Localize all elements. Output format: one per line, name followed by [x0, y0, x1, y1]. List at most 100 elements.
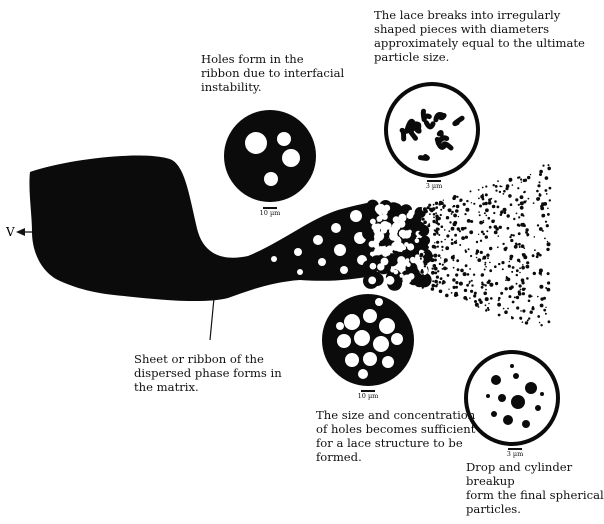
spray-droplet [470, 190, 472, 192]
spray-droplet [500, 293, 502, 295]
spray-droplet [420, 258, 422, 260]
spray-droplet [505, 187, 508, 190]
ribbon-hole [350, 210, 362, 222]
scale-bar-holes: 10 µm [252, 207, 288, 217]
spray-droplet [523, 201, 526, 204]
spray-droplet [511, 317, 514, 320]
spray-droplet [446, 234, 449, 237]
lace-structure-hole [358, 369, 368, 379]
spray-droplet [448, 289, 449, 290]
spray-droplet [471, 280, 473, 282]
velocity-label: V [5, 225, 15, 239]
final-drop [540, 392, 544, 396]
lace-structure-hole [391, 333, 403, 345]
spray-droplet [468, 248, 470, 250]
spray-droplet [524, 247, 526, 249]
spray-droplet [470, 220, 473, 223]
spray-droplet [546, 193, 548, 195]
spray-droplet [497, 303, 501, 307]
lace-hole [410, 257, 415, 262]
spray-droplet [442, 280, 445, 283]
spray-droplet [495, 185, 498, 188]
spray-droplet [534, 236, 536, 238]
spray-droplet [474, 300, 477, 303]
spray-droplet [547, 208, 549, 210]
spray-droplet [431, 271, 435, 275]
spray-droplet [497, 246, 499, 248]
spray-droplet [453, 205, 455, 207]
spray-droplet [511, 271, 513, 273]
spray-droplet [476, 241, 478, 243]
spray-droplet [436, 228, 439, 231]
spray-droplet [533, 202, 535, 204]
spray-droplet [499, 191, 501, 193]
spray-droplet [497, 206, 500, 209]
spray-droplet [533, 272, 536, 275]
spray-droplet [493, 212, 495, 214]
spray-droplet [485, 310, 487, 312]
spray-droplet [546, 248, 549, 251]
spray-droplet [489, 247, 492, 250]
spray-droplet [421, 227, 425, 231]
spray-droplet [426, 247, 428, 249]
final-drop [486, 394, 490, 398]
spray-droplet [421, 270, 423, 272]
spray-droplet [451, 242, 454, 245]
spray-droplet [457, 268, 460, 271]
spray-droplet [439, 281, 442, 284]
lace-hole [389, 232, 398, 241]
spray-droplet [478, 234, 479, 235]
spray-droplet [422, 274, 424, 276]
spray-droplet [499, 226, 502, 229]
spray-droplet [433, 216, 435, 218]
spray-droplet [442, 249, 444, 251]
spray-droplet [521, 244, 525, 248]
spray-droplet [527, 322, 528, 323]
spray-droplet [484, 269, 486, 271]
spray-droplet [473, 274, 475, 276]
spray-droplet [449, 221, 451, 223]
spray-droplet [527, 319, 529, 321]
spray-droplet [488, 303, 489, 304]
spray-droplet [470, 290, 473, 293]
spray-droplet [457, 228, 460, 231]
spray-droplet [530, 311, 533, 314]
final-drop [491, 411, 497, 417]
spray-droplet [441, 225, 444, 228]
spray-droplet [435, 212, 437, 214]
spray-droplet [518, 176, 520, 178]
spray-droplet [518, 243, 521, 246]
annotation-lace-structure: The size and concentration of holes beco… [316, 408, 475, 464]
spray-droplet [424, 265, 426, 267]
spray-droplet [465, 264, 468, 267]
spray-droplet [519, 284, 522, 287]
spray-droplet [451, 213, 453, 215]
spray-droplet [423, 256, 425, 258]
spray-droplet [436, 219, 438, 221]
scale-bar-lace-pieces: 3 µm [416, 180, 452, 190]
spray-droplet [520, 195, 524, 199]
spray-droplet [528, 300, 531, 303]
lace-hole [370, 252, 375, 257]
spray-droplet [485, 284, 487, 286]
lace-hole [375, 205, 383, 213]
spray-droplet [516, 306, 519, 309]
spray-droplet [453, 255, 455, 257]
spray-droplet [439, 263, 441, 265]
spray-droplet [444, 258, 448, 262]
spray-droplet [483, 233, 485, 235]
spray-droplet [440, 257, 441, 258]
lace-structure-hole [337, 334, 351, 348]
spray-droplet [510, 203, 513, 206]
spray-droplet [526, 265, 530, 269]
spray-droplet [502, 243, 504, 245]
spray-droplet [456, 205, 460, 209]
spray-droplet [485, 208, 489, 212]
spray-droplet [444, 229, 446, 231]
spray-droplet [512, 184, 514, 186]
spray-droplet [456, 259, 459, 262]
spray-droplet [547, 281, 550, 284]
spray-droplet [423, 221, 427, 225]
spray-droplet [485, 289, 487, 291]
spray-droplet [451, 292, 453, 294]
